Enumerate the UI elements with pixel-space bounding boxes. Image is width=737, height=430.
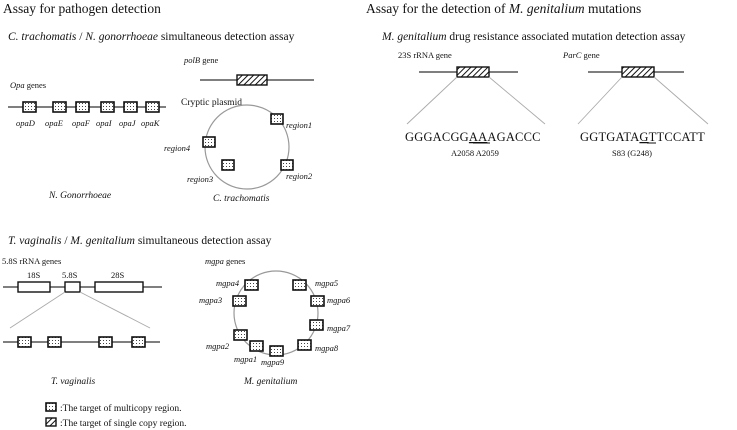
opa-gene-opaD-label: opaD xyxy=(16,118,36,128)
opa-genes-label: Opa genes xyxy=(10,80,46,90)
rrna-58s-label: 5.8S xyxy=(62,270,78,280)
tv-multicopy-target-2 xyxy=(47,336,62,348)
polb-gene-label: polB gene xyxy=(183,55,218,65)
rrna-23s-zoom-left xyxy=(406,76,458,125)
rrna-zoom-line-right xyxy=(79,291,151,329)
opa-gene-opaF-label: opaF xyxy=(72,118,91,128)
opa-gene-opaK-box xyxy=(145,101,160,113)
tvmg-heading: T. vaginalis / M. genitalium simultaneou… xyxy=(8,235,272,247)
rrna-23s-gene-label: 23S rRNA gene xyxy=(398,50,452,60)
mgpa5-box xyxy=(292,279,307,291)
rrna-28s-label: 28S xyxy=(111,270,125,280)
opa-gene-opaI-label: opaI xyxy=(96,118,113,128)
mgpa6-box xyxy=(310,295,325,307)
rrna-18s-box xyxy=(17,281,51,293)
parc-zoom-left xyxy=(577,76,623,125)
rrna-23s-sequence: GGGACGGAAAGACCC xyxy=(405,130,541,144)
rrna-genes-label: 5.8S rRNA genes xyxy=(2,256,61,266)
mgpa7-box xyxy=(309,319,324,331)
legend-single-copy-swatch xyxy=(45,417,57,427)
mgpa1-label: mgpa1 xyxy=(234,354,257,364)
opa-gene-opaF-box xyxy=(75,101,90,113)
plasmid-region2-label: region2 xyxy=(286,171,313,181)
tv-multicopy-target-3 xyxy=(98,336,113,348)
tv-multicopy-target-1 xyxy=(17,336,32,348)
ng-species-label: N. Gonorrhoeae xyxy=(48,191,111,201)
mgpa-genes-label: mgpa genes xyxy=(205,256,245,266)
tv-multicopy-target-4 xyxy=(131,336,146,348)
parc-gene-label: ParC gene xyxy=(562,50,600,60)
mgpa9-label: mgpa9 xyxy=(261,357,285,367)
mgpa3-box xyxy=(232,295,247,307)
plasmid-region-boxes: region1 region2 region3 region4 xyxy=(164,113,313,184)
plasmid-region4-label: region4 xyxy=(164,143,191,153)
opa-gene-opaK-label: opaK xyxy=(141,118,161,128)
mgpa8-label: mgpa8 xyxy=(315,343,339,353)
rrna-28s-box xyxy=(94,281,144,293)
mgpa2-box xyxy=(233,329,248,341)
parc-sequence: GGTGATAGTTCCATT xyxy=(580,130,705,144)
opa-gene-boxes: opaD opaE opaF opaI opaJ opaK xyxy=(16,101,161,128)
parc-positions: S83 (G248) xyxy=(612,148,652,158)
opa-gene-opaE-box xyxy=(52,101,67,113)
mgpa3-label: mgpa3 xyxy=(199,295,222,305)
rrna-58s-box xyxy=(64,281,81,293)
opa-gene-opaD-box xyxy=(22,101,37,113)
opa-gene-opaE-label: opaE xyxy=(45,118,64,128)
mgpa-gene-boxes: mgpa1 mgpa2 mgpa3 mgpa4 mgpa5 mgpa6 mgpa7 mgpa8… xyxy=(199,278,351,367)
mgpa7-label: mgpa7 xyxy=(327,323,351,333)
opa-gene-opaI-box xyxy=(100,101,115,113)
plasmid-region1-box xyxy=(270,113,284,125)
ctng-heading: C. trachomatis / N. gonorrhoeae simultan… xyxy=(8,31,295,43)
cryptic-plasmid-label: Cryptic plasmid xyxy=(181,98,242,108)
rrna-zoom-line-left xyxy=(9,291,66,329)
rrna-18s-label: 18S xyxy=(27,270,41,280)
legend-single-copy-text: :The target of single copy region. xyxy=(60,418,186,429)
mgpa6-label: mgpa6 xyxy=(327,295,351,305)
tv-multicopy-boxes xyxy=(17,336,146,348)
mgpa4-label: mgpa4 xyxy=(216,278,240,288)
plasmid-region3-label: region3 xyxy=(187,174,213,184)
legend-multicopy-text: :The target of multicopy region. xyxy=(60,403,181,414)
plasmid-region2-box xyxy=(280,159,294,171)
parc-zoom-right xyxy=(653,76,709,125)
rrna-23s-zoom-right xyxy=(488,76,546,125)
plasmid-region3-box xyxy=(221,159,235,171)
rrna-23s-single-copy-target xyxy=(456,66,490,78)
plasmid-region1-label: region1 xyxy=(286,120,312,130)
mg-species-label: M. genitalium xyxy=(243,377,297,387)
plasmid-region4-box xyxy=(202,136,216,148)
mgpa2-label: mgpa2 xyxy=(206,341,230,351)
mgpa9-box xyxy=(269,345,284,357)
parc-single-copy-target xyxy=(621,66,655,78)
mgpa4-box xyxy=(244,279,259,291)
ct-species-label: C. trachomatis xyxy=(213,194,270,204)
mgpa5-label: mgpa5 xyxy=(315,278,338,288)
opa-gene-opaJ-label: opaJ xyxy=(119,118,137,128)
opa-gene-opaJ-box xyxy=(123,101,138,113)
mgpa8-box xyxy=(297,339,312,351)
pathogen-assay-title: Assay for pathogen detection xyxy=(3,1,161,16)
rrna-23s-positions: A2058 A2059 xyxy=(451,148,499,158)
mgpa1-box xyxy=(249,340,264,352)
polb-single-copy-target xyxy=(236,74,268,86)
tv-species-label: T. vaginalis xyxy=(51,377,95,387)
legend-multicopy-swatch xyxy=(45,402,57,412)
mutation-heading: M. genitalium drug resistance associated… xyxy=(381,31,686,43)
mutation-assay-title: Assay for the detection of M. genitalium… xyxy=(366,1,641,16)
